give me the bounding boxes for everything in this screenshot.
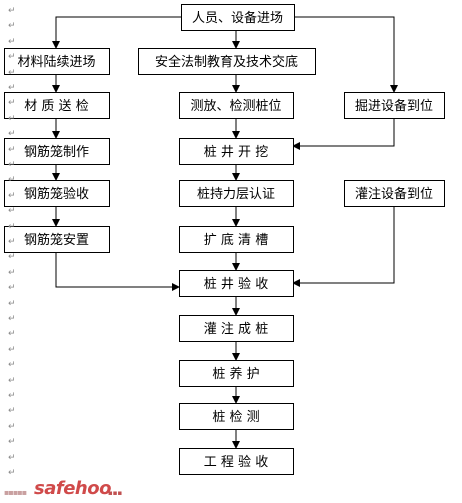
paragraph-mark: ↵ [8, 360, 16, 371]
paragraph-mark: ↵ [8, 98, 16, 109]
node-label: 桩 井 开 挖 [204, 145, 268, 160]
paragraph-mark: ↵ [8, 452, 16, 463]
paragraph-mark: ↵ [8, 113, 16, 124]
node-materials-entry: 材料陆续进场 [4, 48, 110, 75]
node-survey-stake: 测放、检测桩位 [179, 92, 294, 119]
paragraph-mark: ↵ [8, 129, 16, 140]
node-box [179, 270, 294, 297]
node-box [344, 92, 445, 119]
paragraph-mark: ↵ [8, 267, 16, 278]
node-pouring-pile: 灌 注 成 桩 [179, 315, 294, 342]
paragraph-mark: ↵ [8, 83, 16, 93]
paragraph-mark: ↵ [8, 421, 16, 432]
node-cage-placement: 钢筋笼安置 [4, 226, 110, 253]
paragraph-mark: ↵ [8, 344, 16, 355]
node-label: 钢筋笼安置 [24, 232, 89, 248]
node-label: 扩 底 清 槽 [204, 232, 268, 248]
node-label: 灌 注 成 桩 [204, 322, 268, 337]
paragraph-mark: ↵ [8, 52, 16, 63]
node-label: 桩持力层认证 [197, 187, 275, 202]
node-base-cleaning: 扩 底 清 槽 [179, 226, 294, 253]
node-pile-curing: 桩 养 护 [179, 360, 294, 387]
paragraph-mark: ↵ [8, 160, 16, 170]
node-pile-acceptance: 桩 井 验 收 [179, 270, 294, 297]
node-label: 钢筋笼验收 [24, 186, 89, 202]
node-label: 工 程 验 收 [204, 454, 268, 470]
paragraph-mark: ↵ [8, 67, 16, 78]
connector-layer [52, 16, 398, 449]
paragraph-mark: ↵ [8, 406, 16, 417]
node-personnel: 人员、设备进场 [181, 4, 295, 31]
node-pile-excavation: 桩 井 开 挖 [179, 138, 294, 165]
node-box [179, 138, 294, 165]
node-label: 人员、设备进场 [192, 10, 283, 26]
node-box [4, 92, 110, 119]
node-box [4, 48, 110, 75]
paragraph-mark: ↵ [8, 221, 16, 232]
node-cage-fabrication: 钢筋笼制作 [4, 138, 110, 165]
paragraph-mark: ↵ [8, 252, 16, 263]
watermark-prefix: ▪▪▪▪▪ [4, 488, 27, 497]
node-box [179, 360, 294, 387]
node-label: 钢筋笼制作 [24, 144, 89, 160]
node-material-inspection: 材 质 送 检 [4, 92, 110, 119]
node-box [179, 448, 294, 475]
node-box [179, 403, 294, 430]
node-label: 桩 养 护 [212, 366, 259, 382]
paragraph-mark: ↵ [8, 283, 16, 294]
node-box [179, 315, 294, 342]
node-safety-training: 安全法制教育及技术交底 [138, 48, 316, 75]
paragraph-mark: ↵ [8, 468, 16, 478]
arrow-excavation-equipment-to-pile-excavation [292, 118, 395, 150]
paragraph-mark: ↵ [8, 206, 16, 217]
node-box [344, 180, 445, 207]
node-pouring-equipment: 灌注设备到位 [344, 180, 445, 207]
paragraph-mark: ↵ [8, 391, 16, 401]
paragraph-mark: ↵ [8, 36, 16, 47]
arrow-pouring-equipment-to-pile-acceptance [292, 206, 395, 287]
arrow-cage-placement-to-pile-acceptance [55, 252, 180, 291]
node-box [4, 226, 110, 253]
paragraph-mark: ↵ [8, 21, 16, 32]
node-cage-acceptance: 钢筋笼验收 [4, 180, 110, 207]
node-label: 安全法制教育及技术交底 [155, 54, 298, 70]
node-bearing-layer: 桩持力层认证 [179, 180, 294, 207]
node-label: 材料陆续进场 [17, 54, 95, 70]
node-box [179, 92, 294, 119]
paragraph-mark: ↵ [8, 329, 16, 340]
node-box [4, 138, 110, 165]
paragraph-mark: ↵ [8, 175, 16, 186]
node-box [179, 226, 294, 253]
paragraph-mark: ↵ [8, 144, 16, 155]
watermark-text: safehoo [34, 478, 111, 499]
paragraph-mark: ↵ [8, 375, 16, 386]
watermark-suffix: ▪▪▪ [108, 489, 123, 497]
node-box [4, 180, 110, 207]
paragraph-mark: ↵ [8, 437, 16, 448]
node-label: 灌注设备到位 [355, 186, 433, 202]
node-project-acceptance: 工 程 验 收 [179, 448, 294, 475]
node-label: 测放、检测桩位 [190, 99, 281, 114]
paragraph-mark: ↵ [8, 237, 16, 247]
arrow-personnel-to-materials-entry [52, 16, 181, 49]
node-label: 桩 井 验 收 [204, 276, 268, 292]
node-box [179, 180, 294, 207]
node-excavation-equipment: 掘进设备到位 [344, 92, 445, 119]
paragraph-mark: ↵ [8, 6, 16, 16]
paragraph-mark: ↵ [8, 190, 16, 201]
node-box [138, 48, 316, 75]
node-pile-testing: 桩 检 测 [179, 403, 294, 430]
paragraph-mark: ↵ [8, 314, 16, 324]
node-box [181, 4, 295, 31]
arrow-personnel-to-excavation-equipment [294, 16, 398, 93]
node-label: 掘进设备到位 [355, 98, 433, 114]
node-label: 桩 检 测 [212, 410, 259, 425]
node-label: 材 质 送 检 [24, 99, 88, 114]
paragraph-mark: ↵ [8, 298, 16, 309]
